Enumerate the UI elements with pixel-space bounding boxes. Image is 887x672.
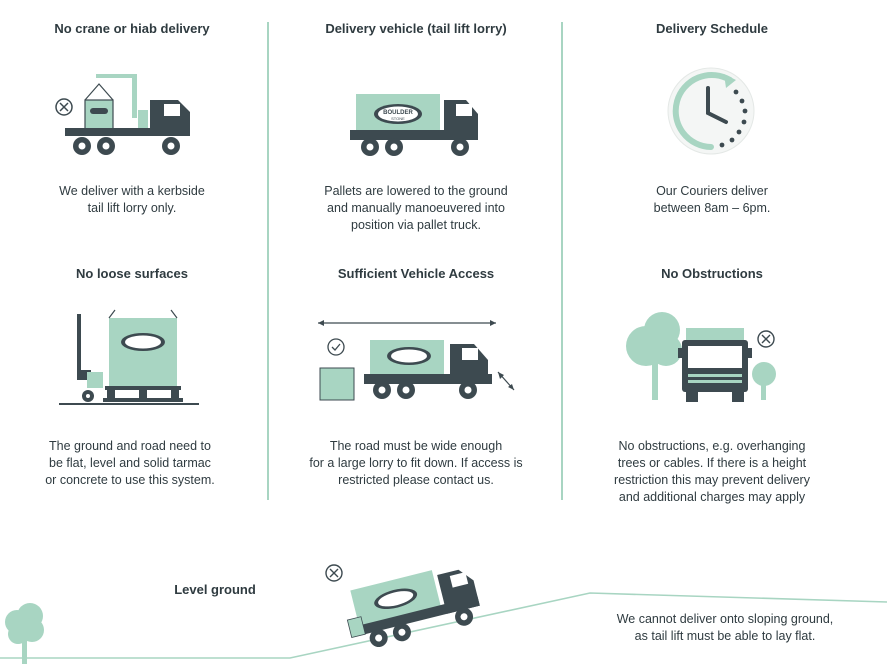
obstructions-icon	[626, 312, 776, 402]
panel-title-delivery-schedule: Delivery Schedule	[656, 21, 768, 36]
no-crane-truck-icon	[55, 74, 190, 155]
ground-line	[0, 592, 887, 659]
panel-desc-no-loose-surfaces: The ground and road need to be flat, lev…	[45, 439, 215, 487]
panel-title-no-obstructions: No Obstructions	[661, 266, 763, 281]
sloped-truck-icon	[325, 564, 480, 648]
brand-logo-line1: BOULDER	[383, 110, 413, 116]
column-divider-right	[561, 22, 563, 500]
column-divider-left	[267, 22, 269, 500]
panel-desc-delivery-schedule: Our Couriers deliver between 8am – 6pm.	[653, 184, 771, 215]
tree-icon	[5, 603, 44, 664]
sloping-ground-desc: We cannot deliver onto sloping ground, a…	[616, 612, 834, 643]
level-ground-label: Level ground	[174, 582, 256, 597]
pallet-truck-bag-icon	[59, 309, 199, 405]
panel-desc-no-obstructions: No obstructions, e.g. overhanging trees …	[614, 439, 810, 504]
panel-title-no-crane: No crane or hiab delivery	[54, 21, 210, 36]
panel-title-delivery-vehicle: Delivery vehicle (tail lift lorry)	[325, 21, 507, 36]
panel-title-vehicle-access: Sufficient Vehicle Access	[337, 266, 495, 281]
panel-title-no-loose-surfaces: No loose surfaces	[76, 266, 188, 281]
vehicle-access-icon	[318, 320, 515, 401]
brand-logo-line2: STONE	[391, 116, 405, 121]
panel-desc-no-crane: We deliver with a kerbside tail lift lor…	[59, 184, 205, 215]
panel-desc-vehicle-access: The road must be wide enough for a large…	[309, 439, 523, 487]
panel-desc-delivery-vehicle: Pallets are lowered to the ground and ma…	[324, 184, 508, 232]
tail-lift-lorry-icon: BOULDER STONE	[350, 94, 478, 156]
clock-icon	[667, 67, 755, 155]
